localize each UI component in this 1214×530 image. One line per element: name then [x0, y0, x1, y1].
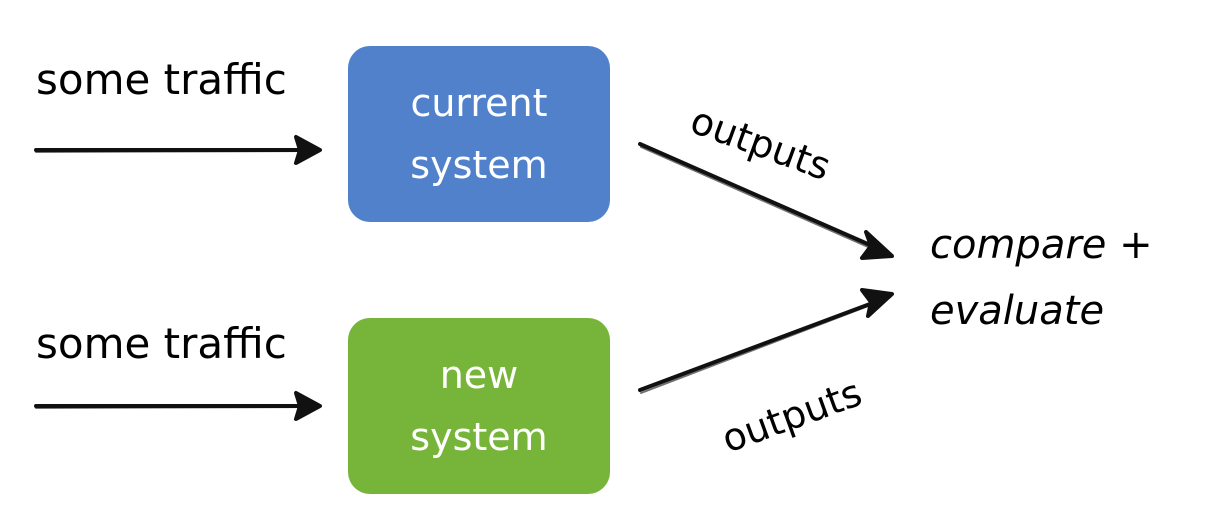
current-system-label-line2: system [410, 143, 548, 187]
compare-label-line2: evaluate [930, 288, 1105, 334]
current-system-label-line1: current [410, 81, 548, 125]
input-arrow-bottom [34, 391, 322, 421]
output-arrow-top [638, 142, 894, 260]
new-system-label-line1: new [439, 353, 519, 397]
traffic-label-bottom: some traffic [36, 319, 287, 368]
compare-evaluate-label: compare + evaluate [930, 212, 1153, 344]
new-system-label-line2: system [410, 415, 548, 459]
compare-label-line1: compare + [930, 222, 1153, 268]
input-arrow-top [34, 135, 322, 165]
current-system-box: current system [348, 46, 610, 222]
output-arrow-bottom [638, 288, 894, 394]
traffic-label-top: some traffic [36, 55, 287, 104]
new-system-box: new system [348, 318, 610, 494]
